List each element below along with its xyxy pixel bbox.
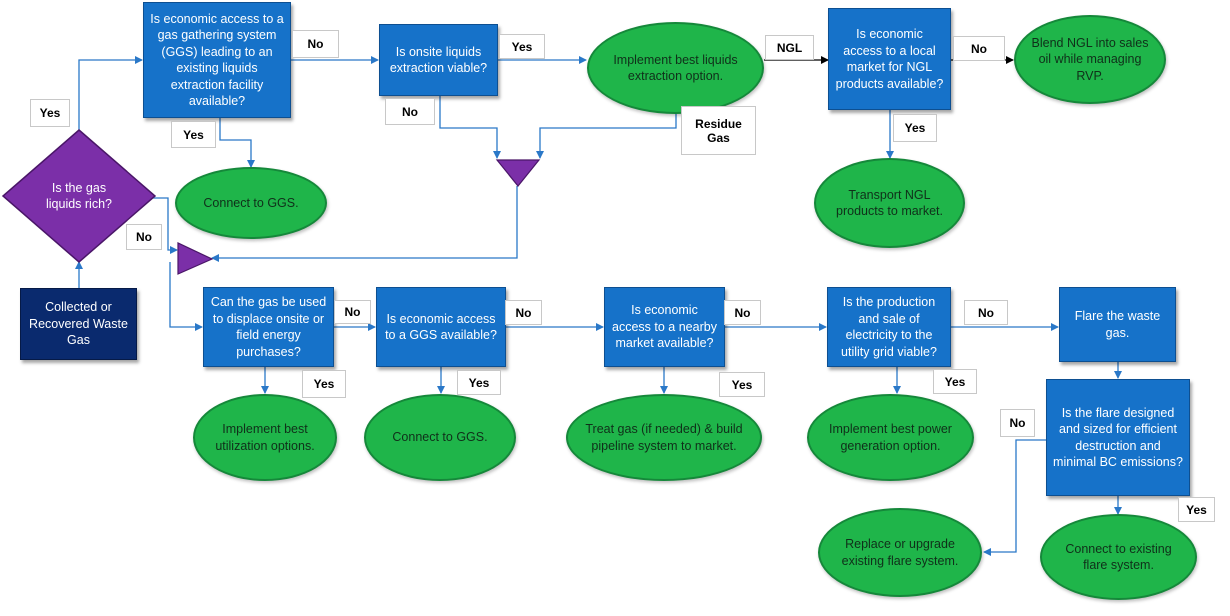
merge-triangle-left (177, 242, 214, 275)
oval-connect-ggs-bottom: Connect to GGS. (364, 394, 516, 481)
oval-best-utilization-text: Implement best utilization options. (215, 422, 315, 453)
label-ggs-access-no: No (505, 300, 542, 325)
oval-connect-ggs-top: Connect to GGS. (175, 167, 327, 239)
oval-transport-ngl: Transport NGL products to market. (814, 158, 965, 248)
box-ngl-market: Is economic access to a local market for… (828, 8, 951, 110)
label-ggs-extraction-yes: Yes (171, 121, 216, 148)
box-flare-designed: Is the flare designed and sized for effi… (1046, 379, 1190, 496)
oval-power-generation-text: Implement best power generation option. (829, 422, 952, 453)
label-nearby-no: No (724, 300, 761, 325)
connector-triangle-merge (211, 186, 518, 262)
label-liquids-rich-no: No (126, 224, 162, 250)
label-ngl: NGL (765, 35, 814, 60)
connector-diamond-yes (78, 56, 143, 132)
oval-connect-flare: Connect to existing flare system. (1040, 514, 1197, 600)
box-displace-energy: Can the gas be used to displace onsite o… (203, 287, 334, 367)
label-ngl-market-no: No (953, 36, 1005, 61)
label-liquids-rich-yes: Yes (30, 99, 70, 127)
label-ggs-extraction-no: No (292, 30, 339, 58)
label-nearby-yes: Yes (719, 372, 765, 397)
start-box: Collected or Recovered Waste Gas (20, 288, 137, 360)
oval-connect-ggs-top-text: Connect to GGS. (203, 195, 299, 210)
oval-best-extraction: Implement best liquids extraction option… (587, 22, 764, 114)
oval-transport-ngl-text: Transport NGL products to market. (836, 187, 943, 219)
oval-blend-ngl-text: Blend NGL into sales oil while managing … (1031, 35, 1149, 83)
oval-treat-gas: Treat gas (if needed) & build pipeline s… (566, 394, 762, 481)
diamond-liquids-rich-text: Is the gas liquids rich? (45, 181, 112, 211)
label-displace-yes: Yes (302, 370, 346, 398)
label-electricity-no: No (964, 300, 1008, 325)
box-onsite-extraction: Is onsite liquids extraction viable? (379, 24, 498, 96)
connector-onsite-no (439, 95, 501, 159)
label-electricity-yes: Yes (933, 369, 977, 394)
connector-residue (536, 112, 677, 159)
label-onsite-no: No (385, 98, 435, 125)
oval-connect-ggs-bottom-text: Connect to GGS. (392, 430, 488, 445)
connector-ggs-yes (219, 118, 255, 168)
oval-best-extraction-text: Implement best liquids extraction option… (613, 52, 738, 84)
label-ngl-market-yes: Yes (893, 114, 937, 142)
connector-merge-to-displace (169, 262, 203, 331)
oval-replace-flare: Replace or upgrade existing flare system… (818, 508, 982, 597)
oval-power-generation: Implement best power generation option. (807, 394, 974, 481)
label-displace-no: No (334, 300, 371, 324)
decision-diamond (1, 129, 157, 263)
box-electricity: Is the production and sale of electricit… (827, 287, 951, 367)
oval-blend-ngl: Blend NGL into sales oil while managing … (1014, 15, 1166, 104)
box-ggs-extraction: Is economic access to a gas gathering sy… (143, 2, 291, 118)
oval-replace-flare-text: Replace or upgrade existing flare system… (841, 537, 959, 568)
label-flare-yes: Yes (1178, 497, 1215, 522)
oval-best-utilization: Implement best utilization options. (193, 394, 337, 481)
connector-diamond-no (153, 197, 178, 254)
connector-designed-no (983, 439, 1046, 556)
label-ggs-access-yes: Yes (457, 370, 501, 395)
box-nearby-market: Is economic access to a nearby market av… (604, 287, 725, 367)
label-residue-gas: Residue Gas (681, 106, 756, 155)
label-flare-no: No (1000, 409, 1035, 437)
oval-connect-flare-text: Connect to existing flare system. (1065, 541, 1172, 573)
box-flare-gas: Flare the waste gas. (1059, 287, 1176, 362)
box-ggs-access: Is economic access to a GGS available? (376, 287, 506, 367)
oval-treat-gas-text: Treat gas (if needed) & build pipeline s… (585, 422, 743, 453)
label-onsite-yes: Yes (499, 34, 545, 59)
merge-triangle-top (495, 159, 541, 187)
